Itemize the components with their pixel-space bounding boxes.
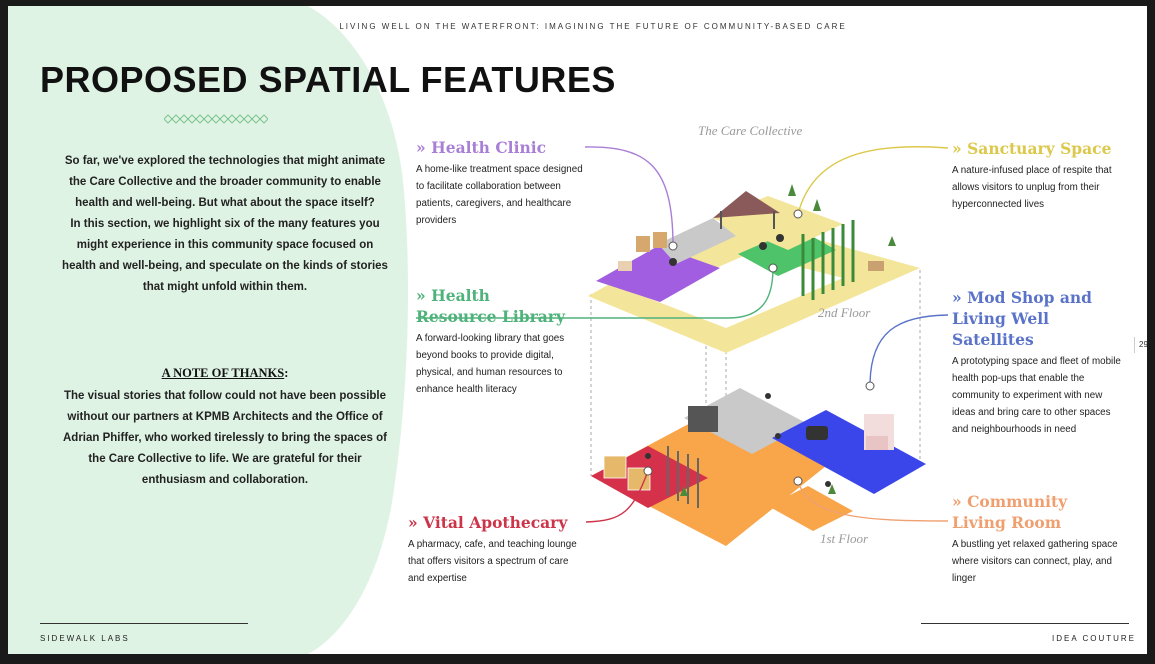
note-heading-text: A NOTE OF THANKS (161, 366, 285, 380)
second-floor (588, 184, 920, 353)
feature-health-clinic: » Health Clinic A home-like treatment sp… (416, 137, 588, 229)
apothecary-leader (585, 470, 649, 523)
mod-shop-desc: A prototyping space and fleet of mobile … (952, 356, 1121, 435)
care-collective-illustration (416, 146, 949, 546)
apothecary-desc: A pharmacy, cafe, and teaching lounge th… (408, 539, 577, 584)
mod-shop-leader (869, 314, 949, 387)
note-heading-colon: : (284, 366, 289, 380)
page-number-divider (1134, 337, 1135, 353)
feature-community-living-room: » Community Living Room A bustling yet r… (952, 491, 1122, 587)
library-title-line-1: » Health (416, 286, 490, 305)
building-label: The Care Collective (698, 123, 803, 138)
library-leader (416, 267, 774, 319)
footer-left: SIDEWALK LABS (40, 634, 130, 643)
sanctuary-desc: A nature-infused place of respite that a… (952, 165, 1112, 210)
apothecary-title: » Vital Apothecary (408, 513, 568, 532)
mod-shop-title-line-2: Living Well Satellites (952, 309, 1049, 349)
intro-paragraph-2: In this section, we highlight six of the… (62, 218, 388, 293)
health-clinic-title: » Health Clinic (416, 138, 547, 157)
feature-mod-shop: » Mod Shop and Living Well Satellites A … (952, 287, 1127, 438)
sanctuary-leader (797, 146, 949, 215)
intro-text: So far, we've explored the technologies … (60, 151, 390, 298)
footer-left-rule (40, 623, 248, 624)
running-head: LIVING WELL ON THE WATERFRONT: IMAGINING… (339, 22, 847, 31)
feature-sanctuary-space: » Sanctuary Space A nature-infused place… (952, 138, 1117, 213)
diamond-divider-icon (164, 114, 268, 124)
feature-health-resource-library: » Health Resource Library A forward-look… (416, 285, 588, 398)
intro-paragraph-1: So far, we've explored the technologies … (64, 155, 386, 209)
footer-right-rule (921, 623, 1129, 624)
community-leader (797, 480, 949, 522)
page-title: PROPOSED SPATIAL FEATURES (40, 59, 616, 100)
health-clinic-leader (584, 146, 674, 247)
mint-background-blob (8, 6, 409, 654)
footer-right: IDEA COUTURE (1052, 634, 1137, 643)
page-number: 29 (1139, 340, 1147, 349)
health-clinic-desc: A home-like treatment space designed to … (416, 164, 583, 226)
community-desc: A bustling yet relaxed gathering space w… (952, 539, 1118, 584)
community-title-line-2: Living Room (952, 513, 1062, 532)
community-title-line-1: » Community (952, 492, 1068, 511)
slide: LIVING WELL ON THE WATERFRONT: IMAGINING… (8, 6, 1147, 654)
library-desc: A forward-looking library that goes beyo… (416, 333, 565, 395)
feature-vital-apothecary: » Vital Apothecary A pharmacy, cafe, and… (408, 512, 586, 587)
note-heading: A NOTE OF THANKS: (60, 366, 390, 381)
mod-shop-title-line-1: » Mod Shop and (952, 288, 1092, 307)
library-title-line-2: Resource Library (416, 307, 565, 326)
first-floor-label: 1st Floor (820, 531, 869, 546)
note-body: The visual stories that follow could not… (63, 390, 387, 486)
second-floor-label: 2nd Floor (818, 305, 871, 320)
sanctuary-title: » Sanctuary Space (952, 139, 1112, 158)
first-floor (591, 388, 926, 546)
